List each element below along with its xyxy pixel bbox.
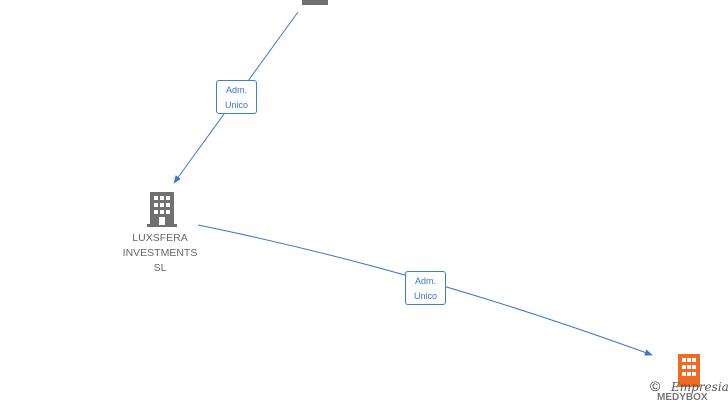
edge-label-line2: Unico — [224, 100, 248, 110]
node-name-line1: LUXSFERA — [132, 232, 188, 244]
building-icon[interactable] — [300, 0, 330, 6]
brand-watermark: Empresia — [671, 380, 728, 394]
node-name-line2: INVESTMENTS — [122, 247, 198, 259]
node-label-luxsfera[interactable]: LUXSFERA INVESTMENTS SL — [110, 231, 210, 276]
edge-label-adm-unico: Adm. Unico — [216, 80, 257, 114]
node-name-line3: SL — [153, 262, 167, 274]
building-icon[interactable] — [676, 354, 702, 388]
company-name-cropped: MEDYBOX — [657, 392, 708, 400]
copyright-symbol: © — [650, 378, 661, 394]
edge-label-adm-unico: Adm. Unico — [405, 271, 446, 305]
edge-label-line1: Adm. — [414, 276, 436, 286]
edge-label-line1: Adm. — [225, 85, 247, 95]
building-icon[interactable] — [146, 192, 178, 228]
edge-label-line2: Unico — [413, 291, 437, 301]
